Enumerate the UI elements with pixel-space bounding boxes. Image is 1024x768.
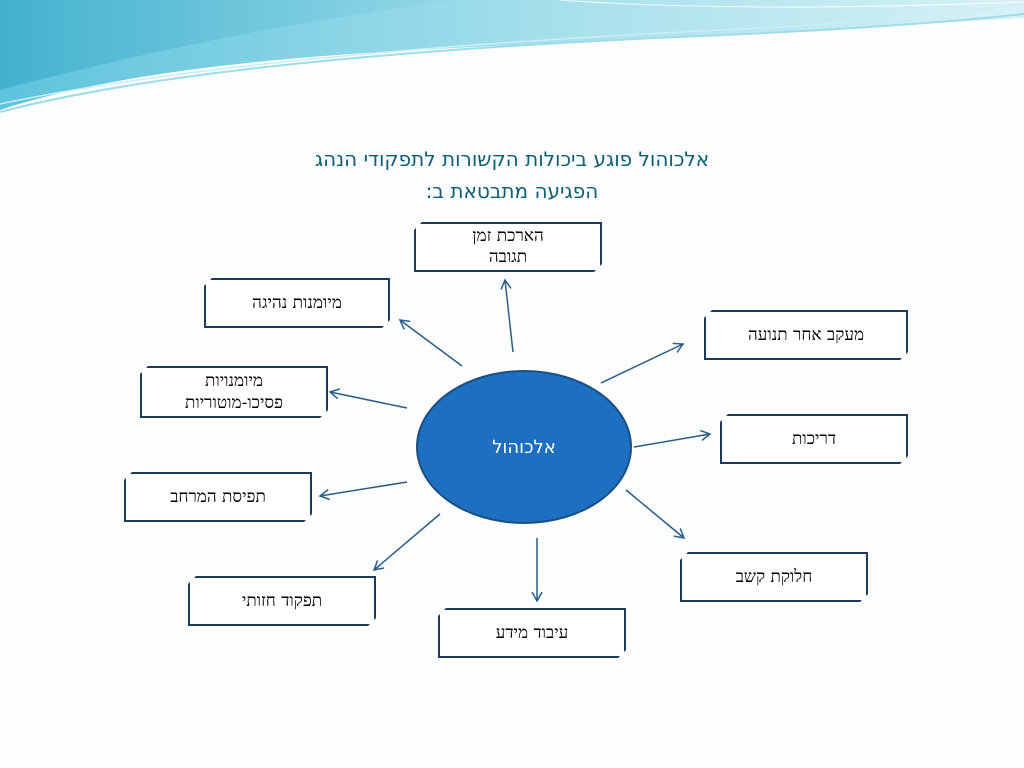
node-visual-label: תפקוד חזותי [241, 591, 323, 611]
arrow-to-reaction-time [500, 278, 514, 353]
node-psychomotor-line1: מיומנויות [205, 371, 264, 391]
slide-title: אלכוהול פוגע ביכולות הקשורות לתפקודי הנה… [162, 143, 862, 207]
node-psychomotor-line2: פסיכו-מוטוריות [185, 393, 284, 413]
node-info-processing: עיבוד מידע [438, 608, 626, 658]
node-driving-skills: מיומנות נהיגה [204, 278, 390, 328]
arrow-to-driving-skills [398, 319, 463, 367]
node-attention-label: חלוקת קשב [735, 567, 813, 587]
title-line-1: אלכוהול פוגע ביכולות הקשורות לתפקודי הנה… [314, 147, 710, 171]
node-attention: חלוקת קשב [680, 552, 868, 602]
node-info-processing-label: עיבוד מידע [495, 623, 569, 643]
arrow-to-visual [372, 513, 441, 571]
node-spatial-label: תפיסת המרחב [170, 487, 266, 507]
node-reaction-time-line1: הארכת זמן [472, 226, 544, 246]
node-psychomotor: מיומנויות פסיכו-מוטוריות [140, 366, 328, 418]
node-reaction-time: הארכת זמן תגובה [414, 222, 602, 272]
arrow-to-alertness [633, 429, 712, 448]
node-driving-skills-label: מיומנות נהיגה [252, 293, 342, 313]
arrow-to-psychomotor [328, 388, 408, 409]
header-wave-decoration [0, 0, 1024, 113]
arrow-to-spatial [318, 481, 408, 501]
arrow-to-motion-tracking [600, 342, 685, 384]
node-motion-tracking: מעקב אחר תנועה [704, 310, 908, 360]
node-reaction-time-line2: תגובה [488, 247, 528, 267]
center-node-alcohol: אלכוהול [416, 370, 632, 524]
node-alertness-label: דריכות [792, 429, 837, 449]
node-alertness: דריכות [720, 414, 908, 464]
arrow-to-attention [625, 489, 686, 539]
node-motion-tracking-label: מעקב אחר תנועה [747, 325, 865, 345]
title-line-2: הפגיעה מתבטאת ב: [425, 179, 599, 203]
node-spatial: תפיסת המרחב [124, 472, 312, 522]
node-visual: תפקוד חזותי [188, 576, 376, 626]
